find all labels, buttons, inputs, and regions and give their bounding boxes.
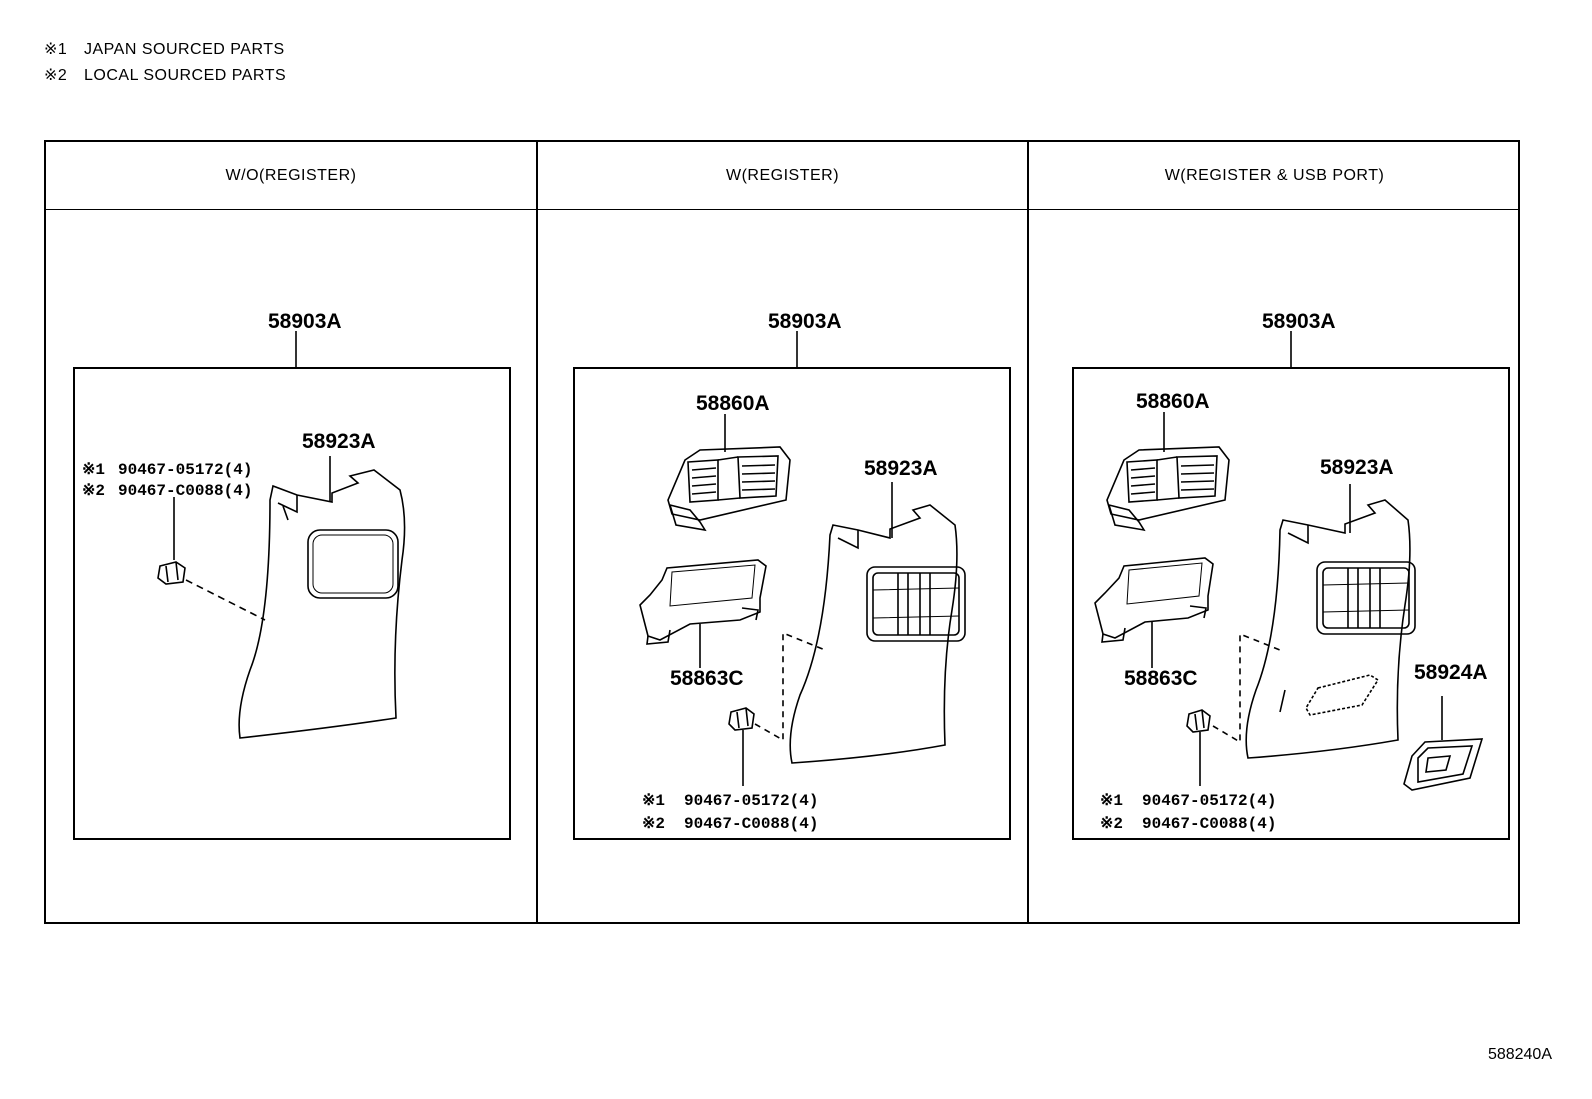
column-divider-1: [536, 142, 538, 922]
register-part-number-2: 58860A: [696, 392, 770, 415]
clip-part-number-3a: 90467-05172(4): [1142, 792, 1276, 810]
legend-text-2: LOCAL SOURCED PARTS: [84, 67, 287, 84]
usb-port-part: [1403, 738, 1484, 791]
column-3-drawing: [1072, 331, 1510, 840]
clip-part-number-2a: 90467-05172(4): [684, 792, 818, 810]
panel-part-number-3: 58923A: [1320, 456, 1394, 479]
clip-part: [157, 561, 186, 585]
rear-panel-part: [789, 504, 966, 764]
assembly-box-3: [1072, 367, 1510, 840]
rear-panel-part: [238, 469, 406, 739]
clip-install-dash-1: [185, 579, 266, 621]
legend-local-sourced: ※2 LOCAL SOURCED PARTS: [44, 65, 286, 85]
housing-part-number-2: 58863C: [670, 667, 744, 690]
register-housing-part: [1094, 557, 1214, 643]
panel-part-number-1: 58923A: [302, 430, 376, 453]
clip-mark-2b: ※2: [642, 815, 665, 833]
clip-part-number-1b: 90467-C0088(4): [118, 482, 252, 500]
clip-mark-1b: ※2: [82, 482, 105, 500]
clip-part: [1186, 709, 1211, 733]
assembly-box-2: [573, 367, 1011, 840]
clip-mark-1a: ※1: [82, 461, 105, 479]
legend-mark-2: ※2: [44, 67, 68, 84]
rear-panel-part: [1245, 499, 1416, 759]
column-header-w-register: W(REGISTER): [725, 166, 840, 184]
clip-part-number-1a: 90467-05172(4): [118, 461, 252, 479]
air-register-part: [667, 446, 791, 532]
column-1-drawing: [73, 331, 511, 840]
housing-part-number-3: 58863C: [1124, 667, 1198, 690]
column-2-drawing: [573, 331, 1011, 840]
column-header-wo-register: W/O(REGISTER): [225, 166, 357, 184]
assembly-part-number-2: 58903A: [768, 310, 842, 333]
parts-table: W/O(REGISTER) W(REGISTER) W(REGISTER & U…: [44, 140, 1520, 924]
clip-mark-3b: ※2: [1100, 815, 1123, 833]
clip-mark-3a: ※1: [1100, 792, 1123, 810]
clip-install-dash-2: [754, 631, 826, 742]
register-part-number-3: 58860A: [1136, 390, 1210, 413]
panel-part-number-2: 58923A: [864, 457, 938, 480]
legend-japan-sourced: ※1 JAPAN SOURCED PARTS: [44, 39, 285, 59]
air-register-part: [1106, 446, 1230, 532]
clip-part-number-3b: 90467-C0088(4): [1142, 815, 1276, 833]
clip-part-number-2b: 90467-C0088(4): [684, 815, 818, 833]
clip-mark-2a: ※1: [642, 792, 665, 810]
assembly-part-number-1: 58903A: [268, 310, 342, 333]
column-header-w-register-usb: W(REGISTER & USB PORT): [1164, 166, 1385, 184]
usb-part-number-3: 58924A: [1414, 661, 1488, 684]
legend-mark-1: ※1: [44, 41, 68, 58]
legend-text-1: JAPAN SOURCED PARTS: [84, 41, 285, 58]
register-housing-part: [639, 559, 767, 645]
assembly-box-1: [73, 367, 511, 840]
clip-part: [728, 707, 755, 731]
illustration-reference-code: 588240A: [1487, 1046, 1552, 1063]
header-divider: [46, 209, 1518, 210]
assembly-part-number-3: 58903A: [1262, 310, 1336, 333]
clip-install-dash-3: [1212, 632, 1281, 744]
column-divider-2: [1027, 142, 1029, 922]
